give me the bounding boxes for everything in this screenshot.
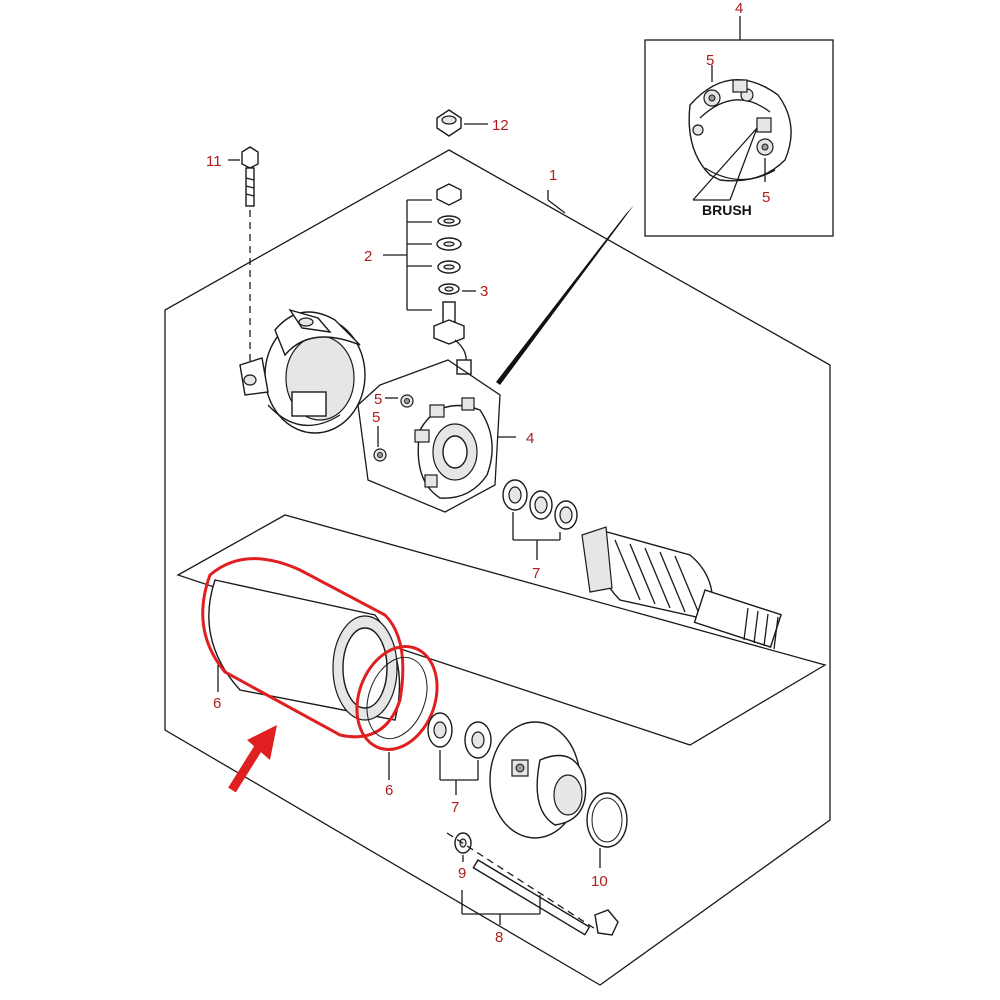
oring-10 xyxy=(586,792,628,868)
callout-9: 9 xyxy=(458,865,466,882)
terminal-washers xyxy=(383,183,476,375)
callout-4-inset: 4 xyxy=(735,0,743,17)
shim-washers-lower xyxy=(427,712,492,795)
front-housing xyxy=(489,721,587,839)
washer-9 xyxy=(446,832,601,933)
callout-7-upper: 7 xyxy=(532,565,540,582)
brush-inset-box xyxy=(644,39,834,237)
callout-10: 10 xyxy=(591,873,608,890)
callout-8: 8 xyxy=(495,929,503,946)
shim-washers-upper xyxy=(502,479,578,560)
callout-3: 3 xyxy=(480,283,488,300)
bolt-11 xyxy=(228,146,259,380)
callout-11: 11 xyxy=(206,153,222,170)
callout-12: 12 xyxy=(492,117,509,134)
callout-2: 2 xyxy=(364,248,372,265)
callout-5-main-bottom: 5 xyxy=(372,409,380,426)
callout-1: 1 xyxy=(549,167,557,184)
yoke xyxy=(208,579,401,721)
armature-group-outline xyxy=(176,514,827,746)
armature xyxy=(581,526,782,650)
inset-pointer xyxy=(496,205,634,385)
callout-5-inset-bottom: 5 xyxy=(762,189,770,206)
yoke-oring-highlight xyxy=(201,557,405,739)
callout-5-main-top: 5 xyxy=(374,391,382,408)
oring-highlight xyxy=(355,645,439,751)
inset-brush-plate xyxy=(688,65,792,201)
assembly-outline xyxy=(164,149,831,986)
callout-6-left: 6 xyxy=(213,695,221,712)
callout-4-main: 4 xyxy=(526,430,534,447)
end-cover xyxy=(239,308,366,434)
through-bolt-8 xyxy=(461,859,619,936)
callout-5-inset-top: 5 xyxy=(706,52,714,69)
brush-plate xyxy=(373,394,516,499)
callout-7-lower: 7 xyxy=(451,799,459,816)
nut-12 xyxy=(436,109,488,137)
brush-plate-box xyxy=(357,359,501,513)
callout-6-right: 6 xyxy=(385,782,393,799)
highlight-arrow xyxy=(228,725,277,793)
brush-label: BRUSH xyxy=(702,202,752,218)
